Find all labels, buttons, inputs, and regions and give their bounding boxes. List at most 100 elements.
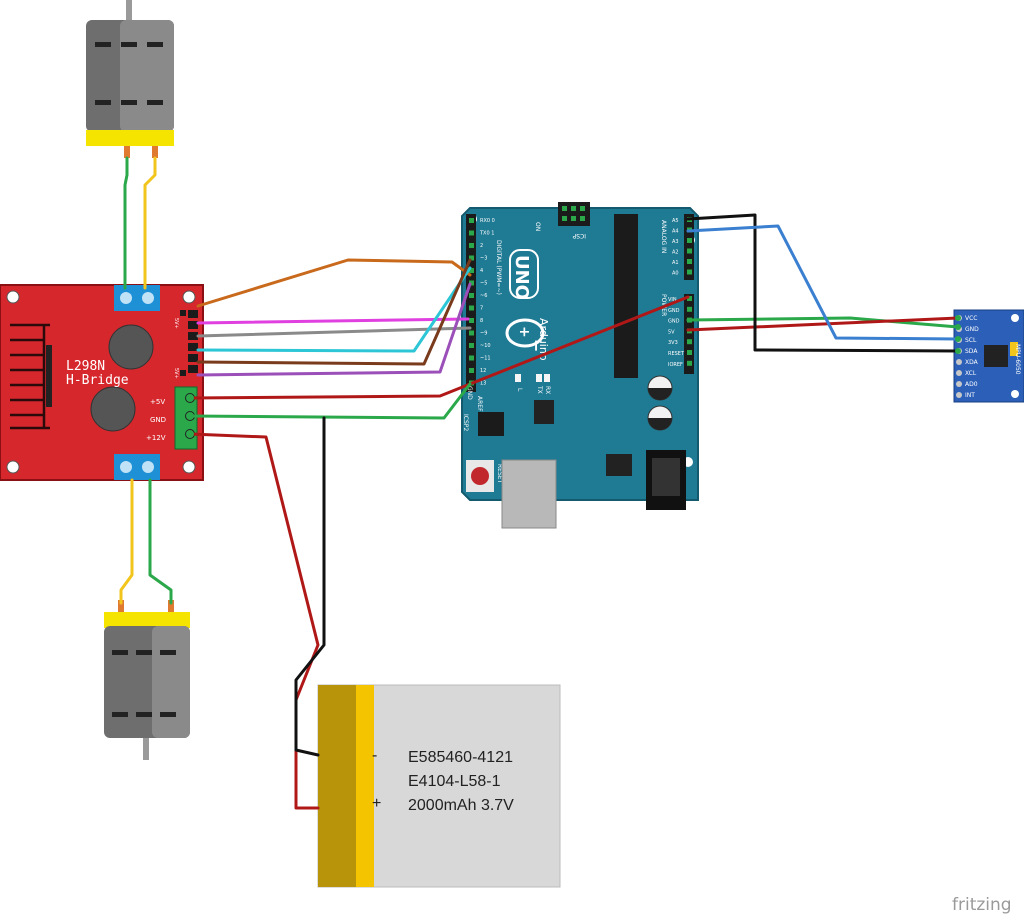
hbridge-pin-5v: +5V <box>150 398 165 406</box>
usb-chip <box>534 400 554 424</box>
wire-grey <box>196 326 472 338</box>
analog-pin <box>687 269 692 275</box>
power-pin <box>687 339 692 345</box>
l-label: L <box>516 388 523 392</box>
digital-pin-label: 7 <box>480 306 483 312</box>
svg-text:+: + <box>516 326 532 338</box>
power-pin-label: GND <box>668 308 680 314</box>
mpu-name: MPU-6050 <box>1014 344 1021 375</box>
mpu-pin-label: XDA <box>965 359 979 366</box>
digital-pin-label: 13 <box>480 381 486 387</box>
digital-pin <box>469 218 474 223</box>
digital-pin-label: TX0 1 <box>479 231 494 237</box>
analog-pin <box>687 248 692 254</box>
analog-pin-label: A3 <box>672 239 679 245</box>
l298n-pcb <box>0 284 204 481</box>
analog-pin-label: A0 <box>672 271 679 277</box>
fritzing-watermark: fritzing <box>952 895 1012 915</box>
analog-header <box>684 214 694 280</box>
power-header <box>684 294 694 374</box>
icsp-header <box>558 202 590 226</box>
wire-black-battery <box>294 416 326 757</box>
wire-motor-top-green <box>123 156 129 290</box>
wire-magenta <box>196 317 470 325</box>
power-pin <box>687 296 692 301</box>
digital-pin <box>469 318 474 323</box>
digital-pin-label: 8 <box>480 318 483 324</box>
mpu-pin-label: SDA <box>965 348 978 355</box>
wire-red-battery <box>188 432 320 810</box>
analog-label: ANALOG IN <box>660 220 667 253</box>
motor-bottom-endcap <box>104 612 190 628</box>
power-pin-label: 5V <box>668 329 675 335</box>
power-pin <box>687 306 692 312</box>
digital-pin-label: ~9 <box>480 331 487 337</box>
digital-pin-label: 2 <box>480 243 483 249</box>
wire-orange <box>196 258 472 308</box>
mpu-pin <box>956 359 962 365</box>
icsp2-label: ICSP2 <box>462 414 469 431</box>
wire-motor-bottom-yellow <box>119 478 134 605</box>
icsp-label: ICSP <box>572 232 586 239</box>
digital-pin-label: 4 <box>480 268 483 274</box>
hbridge-jumper-bottom: 5V+ <box>173 368 179 379</box>
mpu-pin-label: XCL <box>965 370 977 377</box>
mpu-pin-label: SCL <box>965 337 977 344</box>
wire-red-5v <box>188 295 690 400</box>
digital-pin <box>469 355 474 361</box>
motor-top-endcap <box>86 130 174 146</box>
battery-line3: 2000mAh 3.7V <box>408 797 514 814</box>
digital-pin-label: ~3 <box>480 256 487 262</box>
usb-connector <box>501 459 557 529</box>
digital-pin <box>469 330 474 336</box>
rx-label: RX <box>544 386 551 394</box>
motor-bottom <box>104 600 190 760</box>
power-pin-label: 3V3 <box>668 340 678 346</box>
l298n-board: L298N H-Bridge +5V GND +12V 5V+ 5V+ <box>0 284 204 481</box>
reset-label: RESET <box>496 464 503 484</box>
analog-pin-label: A2 <box>672 250 679 256</box>
hbridge-title-line2: H-Bridge <box>66 373 129 388</box>
analog-pin-label: A4 <box>672 229 679 235</box>
mpu-pin-label: AD0 <box>965 381 978 388</box>
digital-pin-label: RX0 0 <box>480 218 495 224</box>
hbridge-pin-12v: +12V <box>146 434 166 442</box>
brand-label: Arduino <box>537 318 550 361</box>
mpu-pin-label: GND <box>965 326 979 333</box>
l298n-header <box>180 310 198 376</box>
digital-pin <box>469 268 474 273</box>
analog-pin <box>687 238 692 243</box>
analog-pin-label: A5 <box>672 218 679 224</box>
battery-line2: E4104-L58-1 <box>408 773 501 790</box>
mpu-chip <box>984 345 1008 367</box>
hbridge-title-line1: L298N <box>66 359 105 374</box>
regulator <box>606 454 632 476</box>
digital-pin-label: ~6 <box>480 293 487 299</box>
power-pin-label: IOREF <box>668 362 683 368</box>
aref-label: AREF <box>476 396 483 412</box>
hbridge-jumper-top: 5V+ <box>173 318 179 329</box>
digital-pin-label: ~10 <box>480 343 491 349</box>
power-pin-label: GND <box>668 319 680 325</box>
digital-pin <box>469 255 474 261</box>
motor-top-shaft <box>126 0 132 22</box>
digital-pin <box>469 230 474 236</box>
digital-pin <box>469 280 474 286</box>
power-pin <box>687 360 692 366</box>
icsp2-header <box>478 412 504 436</box>
digital-pin <box>469 293 474 298</box>
power-label: POWER <box>660 294 667 316</box>
tx-label: TX <box>536 385 543 394</box>
wire-cyan <box>196 266 472 353</box>
power-pin <box>687 350 692 355</box>
arduino-logo: + − UNO Arduino <box>505 249 550 361</box>
mpu-pin-label: INT <box>965 392 975 399</box>
wire-motor-top-yellow <box>143 156 157 290</box>
mpu-pin <box>956 392 962 398</box>
digital-pin-label: 12 <box>480 368 486 374</box>
wire-motor-bottom-green <box>148 478 173 605</box>
